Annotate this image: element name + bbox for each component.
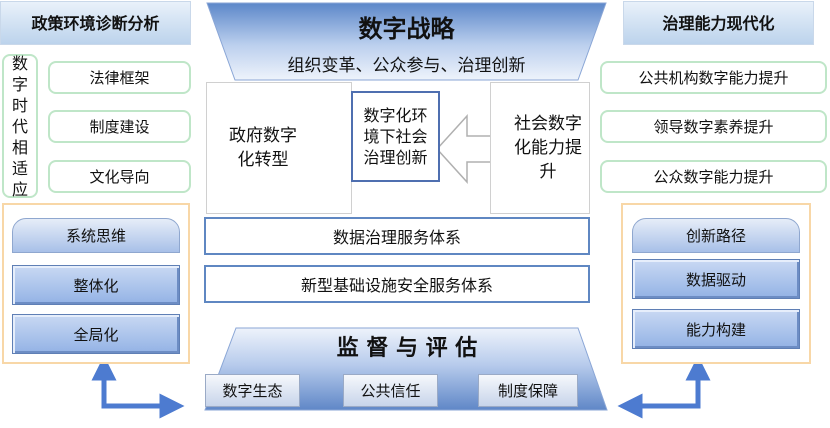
core-innovation-label: 数字化环境下社会治理创新 [363, 106, 428, 167]
left-tile-label: 整体化 [73, 276, 119, 295]
data-governance-bar: 数据治理服务体系 [204, 217, 590, 255]
right-panel-header-label: 创新路径 [685, 227, 746, 245]
left-header-banner: 政策环境诊断分析 [0, 1, 191, 45]
right-item-label: 公共机构数字能力提升 [638, 69, 789, 87]
right-item-public-capability: 公众数字能力提升 [600, 160, 827, 193]
core-innovation-box: 数字化环境下社会治理创新 [351, 91, 440, 182]
left-feedback-arrow-icon [91, 355, 185, 419]
right-title: 治理能力现代化 [662, 14, 775, 33]
bottom-item-label: 制度保障 [497, 382, 558, 400]
bottom-item-public-trust: 公共信任 [343, 374, 438, 407]
left-title: 政策环境诊断分析 [31, 14, 160, 33]
left-pointing-arrow-icon [435, 114, 496, 184]
right-panel-header: 创新路径 [632, 218, 800, 253]
strategy-trapezoid [206, 2, 607, 81]
right-item-label: 公众数字能力提升 [653, 168, 774, 186]
right-tile-label: 数据驱动 [685, 270, 746, 289]
left-panel-header: 系统思维 [12, 218, 180, 253]
bottom-item-label: 公共信任 [360, 382, 421, 400]
left-item-label: 法律框架 [89, 69, 150, 87]
data-governance-label: 数据治理服务体系 [332, 228, 461, 247]
evaluation-title: 监 督 与 评 估 [336, 336, 478, 361]
right-tile-data-driven: 数据驱动 [632, 259, 800, 299]
right-tile-label: 能力构建 [685, 320, 746, 339]
right-item-leadership-literacy: 领导数字素养提升 [600, 110, 827, 143]
infrastructure-security-label: 新型基础设施安全服务体系 [300, 276, 493, 295]
vertical-label: 数字时代相适应 [12, 53, 29, 199]
right-feedback-arrow-icon [617, 355, 711, 419]
left-item-culture: 文化导向 [48, 160, 191, 193]
left-panel-header-label: 系统思维 [65, 227, 126, 245]
left-item-institution: 制度建设 [48, 110, 191, 143]
left-item-label: 文化导向 [89, 168, 150, 186]
government-transformation-label: 政府数字化转型 [229, 126, 297, 170]
left-tile-global: 全局化 [12, 314, 180, 354]
left-item-legal-framework: 法律框架 [48, 61, 191, 94]
right-item-label: 领导数字素养提升 [653, 118, 774, 136]
vertical-label-box: 数字时代相适应 [2, 53, 38, 199]
left-item-label: 制度建设 [89, 118, 150, 136]
social-capability-label: 社会数字化能力提升 [514, 114, 582, 182]
bottom-item-digital-ecology: 数字生态 [205, 374, 300, 407]
strategy-subtitle: 组织变革、公众参与、治理创新 [287, 55, 526, 76]
left-tile-label: 全局化 [73, 325, 119, 344]
right-tile-capacity-building: 能力构建 [632, 309, 800, 349]
left-tile-holistic: 整体化 [12, 265, 180, 305]
strategy-title: 数字战略 [358, 14, 455, 43]
right-item-public-institutions: 公共机构数字能力提升 [600, 61, 827, 94]
bottom-item-label: 数字生态 [222, 382, 283, 400]
social-capability-panel: 社会数字化能力提升 [490, 82, 590, 214]
bottom-item-institutional-guarantee: 制度保障 [478, 374, 578, 407]
government-transformation-panel: 政府数字化转型 [206, 82, 352, 214]
right-header-banner: 治理能力现代化 [623, 1, 814, 45]
infrastructure-security-bar: 新型基础设施安全服务体系 [204, 265, 590, 303]
